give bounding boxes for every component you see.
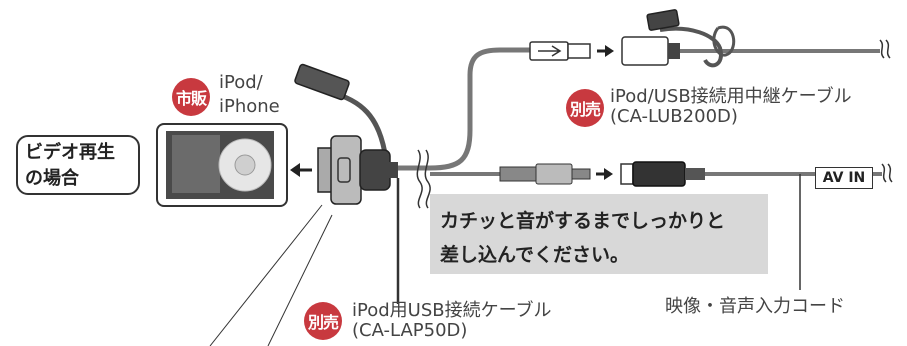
ipod-usb-cable-label-2: (CA-LAP50D) (352, 320, 468, 341)
wave-break-icon-top (879, 39, 891, 59)
usb-plug-icon (529, 41, 591, 61)
leader-line-1 (209, 204, 323, 346)
sold-separately-badge-usb: 別売 (304, 302, 342, 340)
dock-connector-icon (317, 135, 398, 205)
note-line-2: 差し込んでください。 (440, 244, 630, 266)
av-jack-icon (620, 161, 882, 187)
av-in-label: AV IN (815, 167, 873, 189)
mini-plug-icon (499, 163, 591, 185)
video-playback-line-1: ビデオ再生 (25, 142, 115, 163)
usb-socket-icon (621, 9, 880, 68)
arrow-left-icon (290, 163, 312, 177)
wave-break-icon-av (881, 163, 893, 183)
ipod-iphone-label-1: iPod/ (219, 72, 263, 93)
commercial-badge: 市販 (172, 78, 210, 116)
usb-socket-icon-small (294, 63, 350, 101)
ipod-device-icon (156, 123, 288, 207)
ipod-usb-cable-label-1: iPod用USB接続ケーブル (352, 300, 552, 321)
arrow-right-icon-usb (597, 45, 614, 57)
relay-cable-label-1: iPod/USB接続用中継ケーブル (610, 86, 852, 107)
video-playback-box: ビデオ再生 の場合 (16, 135, 140, 195)
sold-separately-badge-relay: 別売 (566, 89, 604, 127)
wave-break-icon (416, 149, 431, 209)
video-playback-line-2: の場合 (25, 168, 79, 189)
note-line-1: カチッと音がするまでしっかりと (440, 210, 726, 232)
ipod-iphone-label-2: iPhone (219, 96, 280, 117)
leader-line-2 (267, 214, 333, 346)
av-cord-label: 映像・音声入力コード (665, 296, 845, 317)
arrow-right-icon-av (596, 168, 613, 180)
note-box: カチッと音がするまでしっかりと 差し込んでください。 (430, 194, 768, 274)
relay-cable-label-2: (CA-LUB200D) (610, 106, 738, 127)
